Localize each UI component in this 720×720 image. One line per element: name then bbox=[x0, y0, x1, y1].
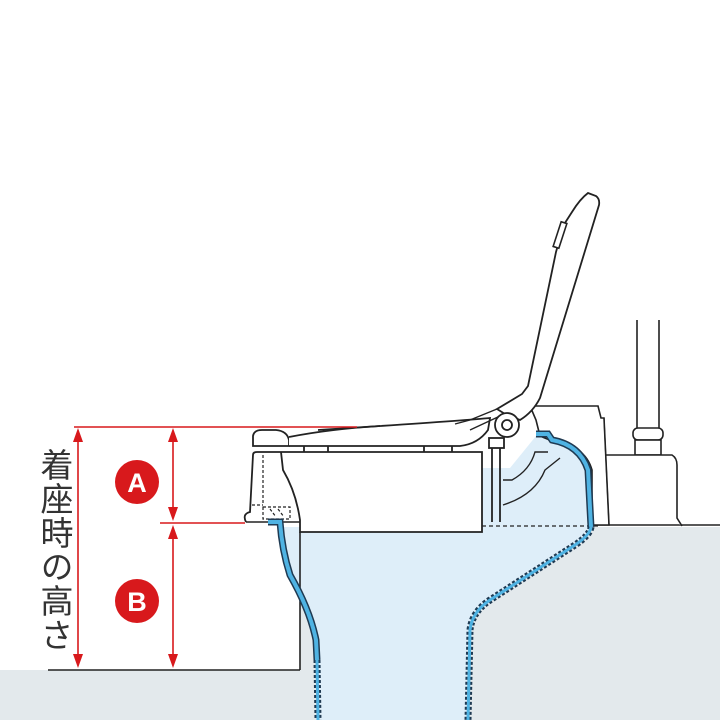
seated-height-label: 着座時の高さ bbox=[35, 448, 74, 652]
toilet-bowl bbox=[243, 451, 483, 533]
toilet-lid-open bbox=[495, 191, 601, 422]
marker-a-label: A bbox=[127, 468, 147, 498]
trap-water-region bbox=[280, 436, 591, 720]
seat-hinge bbox=[488, 412, 561, 522]
dimension-lines bbox=[73, 426, 357, 668]
marker-b: B bbox=[115, 579, 159, 623]
marker-a: A bbox=[115, 460, 159, 504]
toilet-seat bbox=[252, 416, 492, 452]
drain-pipe-left bbox=[268, 518, 322, 720]
lid-knob bbox=[552, 220, 568, 250]
marker-b-label: B bbox=[127, 587, 147, 617]
drain-pipe-right bbox=[464, 430, 595, 720]
